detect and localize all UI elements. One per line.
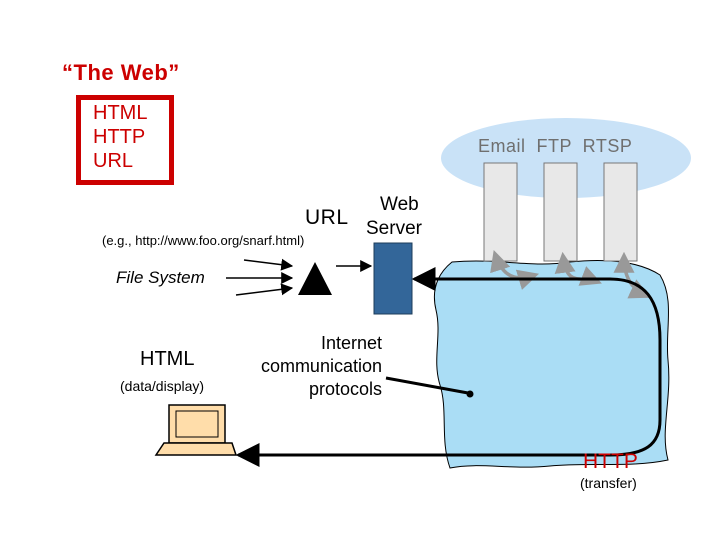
internet-pointer-line — [385, 376, 469, 395]
protocols-label: Email FTP RTSP — [478, 136, 633, 156]
box-line-url: URL — [93, 150, 134, 172]
http-sub-label: (transfer) — [580, 475, 637, 491]
ftp-server-box — [543, 162, 578, 262]
diagram-title: “The Web” — [62, 60, 180, 85]
url-example: (e.g., http://www.foo.org/snarf.html) — [102, 233, 305, 248]
internet-line-2: communication — [260, 356, 382, 376]
url-triangle — [298, 262, 332, 295]
internet-line-3: protocols — [308, 379, 382, 399]
email-server-box — [483, 162, 518, 262]
box-line-http: HTTP — [93, 126, 146, 148]
http-label: HTTP — [583, 450, 638, 473]
web-components-box: HTML HTTP URL — [76, 95, 174, 185]
url-arrow-3 — [235, 283, 294, 296]
rtsp-server-box — [603, 162, 638, 262]
file-system-label: File System — [116, 268, 205, 287]
internet-pointer-dot — [466, 390, 474, 398]
email-curve-arrow — [490, 250, 540, 290]
web-server-label-2: Server — [366, 218, 422, 239]
html-label: HTML — [140, 348, 195, 370]
box-line-html: HTML — [93, 102, 148, 124]
html-sub-label: (data/display) — [120, 378, 205, 394]
computer-icon — [154, 404, 238, 456]
web-server-label-1: Web — [380, 194, 419, 215]
url-arrow-1 — [243, 258, 294, 271]
internet-line-1: Internet — [320, 333, 382, 353]
http-path — [235, 267, 662, 467]
internet-cloud — [434, 260, 670, 469]
web-server-box — [373, 242, 413, 315]
url-label: URL — [305, 206, 349, 229]
internet-protocols-label: Internet communication protocols — [236, 332, 382, 401]
